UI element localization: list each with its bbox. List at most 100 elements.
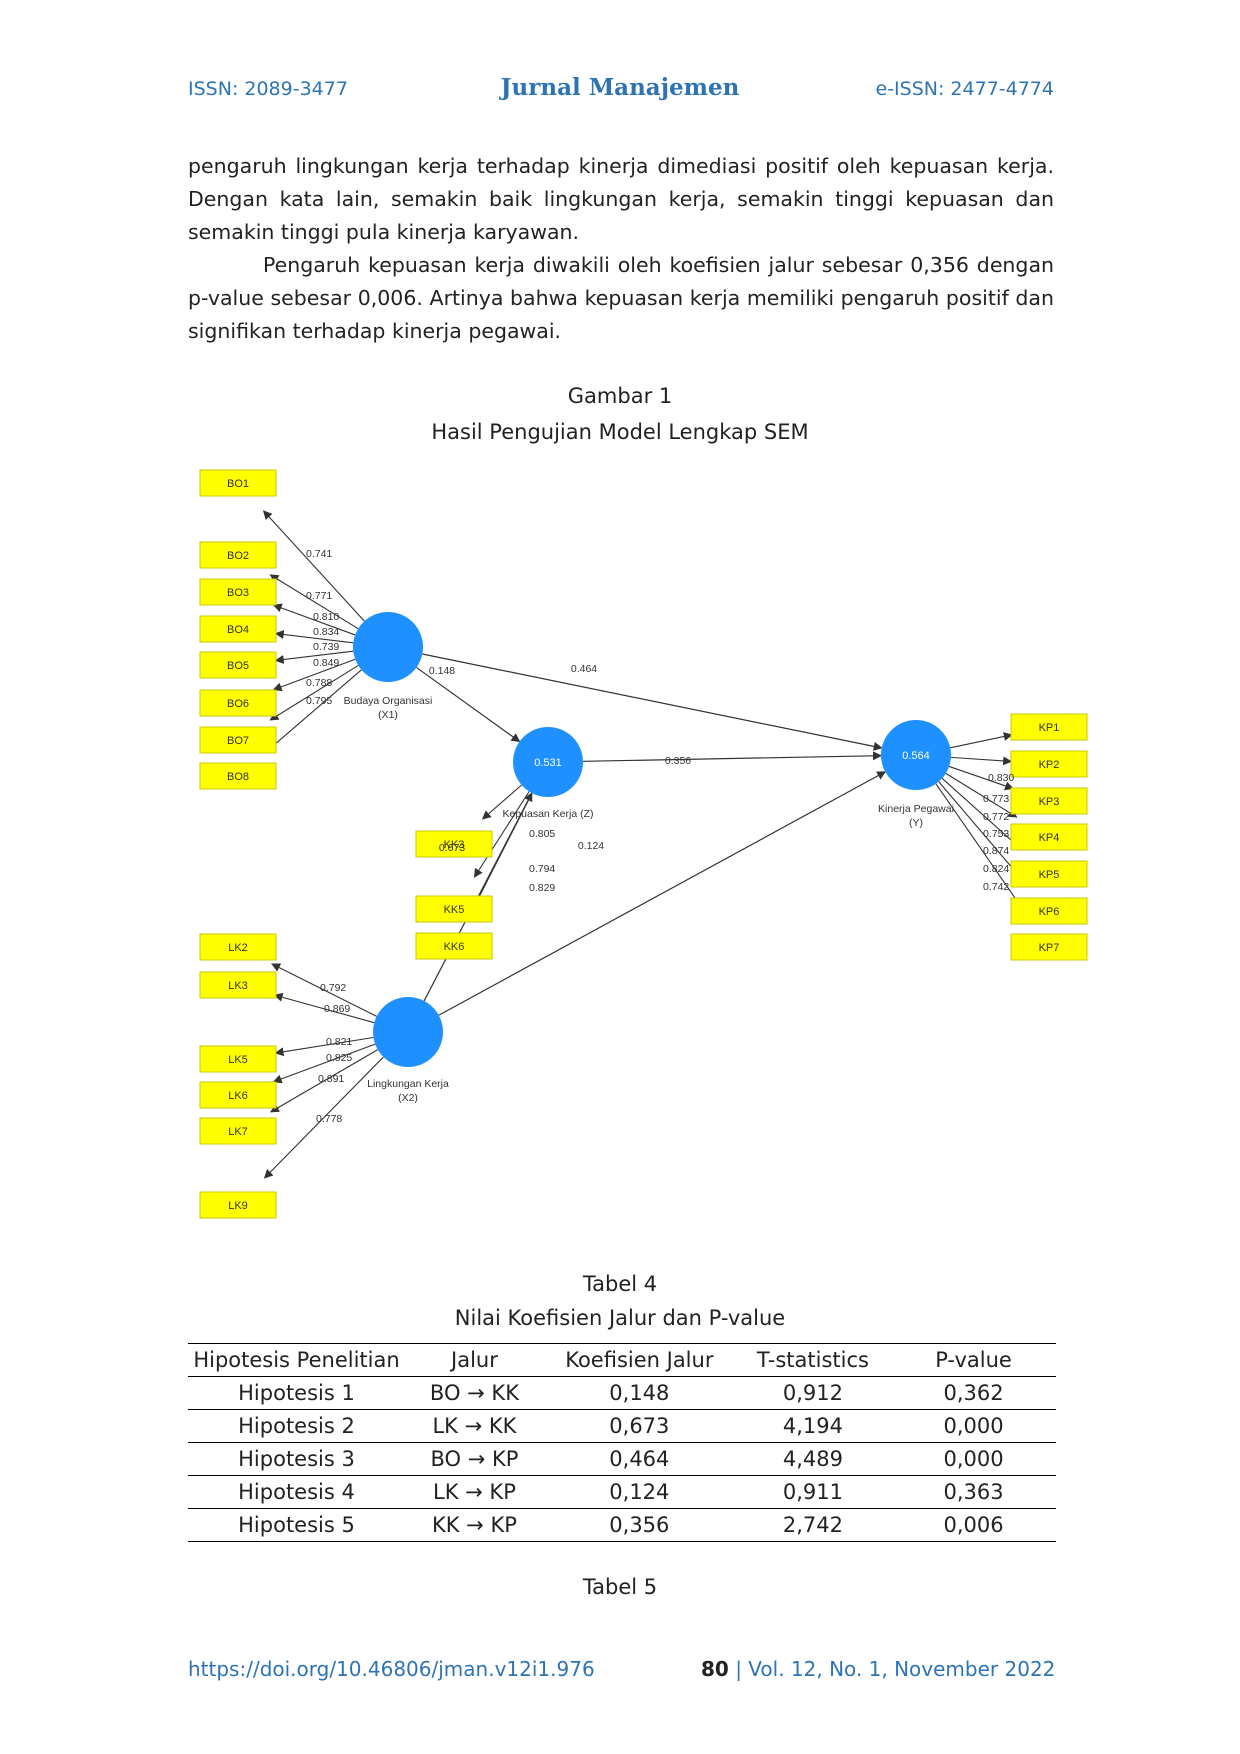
table-header-row: Hipotesis Penelitian Jalur Koefisien Jal…: [188, 1343, 1056, 1377]
loading-arrow: [269, 664, 359, 721]
figure-label: Gambar 1: [567, 384, 673, 408]
loading-arrow: [481, 784, 522, 820]
table-row: Hipotesis 3 BO → KP 0,464 4,489 0,000: [188, 1442, 1056, 1476]
table-label: Tabel 4: [582, 1272, 658, 1296]
indicator-label: BO7: [227, 735, 249, 747]
table-row: Hipotesis 5 KK → KP 0,356 2,742 0,006: [188, 1508, 1056, 1542]
loading-arrow: [272, 658, 356, 692]
page-number: 80: [701, 1657, 729, 1681]
table-cell: 0,363: [891, 1475, 1056, 1509]
indicator-label: KP7: [1039, 942, 1060, 954]
indicator-label: LK9: [228, 1200, 248, 1212]
indicator-label: LK3: [228, 980, 248, 992]
column-header: Hipotesis Penelitian: [188, 1343, 405, 1377]
loading-value: 0.773: [983, 793, 1009, 805]
path-arrow: [416, 666, 521, 743]
table-cell: BO → KP: [405, 1442, 544, 1476]
construct-node: [373, 997, 443, 1067]
loading-arrow: [273, 992, 375, 1024]
column-header: Jalur: [405, 1343, 544, 1377]
paragraph-1: pengaruh lingkungan kerja terhadap kiner…: [188, 154, 1054, 244]
loading-value: 0.741: [306, 548, 332, 560]
indicator-label: BO5: [227, 660, 249, 672]
indicator-label: LK2: [228, 942, 248, 954]
indicator-label: BO8: [227, 771, 249, 783]
loading-arrow: [274, 630, 354, 644]
volume-info: | Vol. 12, No. 1, November 2022: [728, 1657, 1056, 1681]
indicator-box: [1010, 897, 1088, 925]
loading-value: 0.830: [988, 772, 1014, 784]
indicator-box: [415, 932, 493, 960]
indicator-box: [1010, 713, 1088, 741]
indicator-label: KP4: [1039, 832, 1060, 844]
table-cell: 0,000: [891, 1442, 1056, 1476]
loading-value: 0.849: [313, 657, 339, 669]
figure-title: Hasil Pengujian Model Lengkap SEM: [431, 420, 809, 444]
r-squared-value: 0.531: [534, 757, 562, 769]
construct-node: [881, 720, 951, 790]
loading-arrow: [266, 669, 362, 752]
column-header: Koefisien Jalur: [543, 1343, 735, 1377]
indicator-box: [199, 933, 277, 961]
table-cell: Hipotesis 3: [188, 1442, 405, 1476]
indicator-box: [199, 1081, 277, 1109]
construct-name: Kepuasan Kerja (Z): [502, 808, 593, 820]
loading-value: 0.824: [983, 863, 1009, 875]
table-cell: 4,489: [734, 1442, 892, 1476]
path-coefficient: 0.356: [665, 755, 691, 767]
doi-link[interactable]: https://doi.org/10.46806/jman.v12i1.976: [188, 1657, 595, 1681]
indicator-box: [199, 469, 277, 497]
construct-code: (Y): [909, 817, 923, 829]
indicator-box: [1010, 860, 1088, 888]
column-header: P-value: [891, 1343, 1056, 1377]
indicator-box: [415, 895, 493, 923]
paragraph-2: Pengaruh kepuasan kerja diwakili oleh ko…: [188, 253, 1054, 343]
indicator-label: KK3: [444, 839, 465, 851]
loading-arrow: [271, 963, 377, 1017]
loading-arrow: [950, 756, 1013, 766]
table-row: Hipotesis 1 BO → KK 0,148 0,912 0,362: [188, 1376, 1056, 1410]
construct-name: Budaya Organisasi: [344, 695, 433, 707]
loading-value: 0.829: [529, 882, 555, 894]
indicator-label: BO3: [227, 587, 249, 599]
table-cell: 0,124: [543, 1475, 735, 1509]
indicator-box: [199, 615, 277, 643]
path-arrow: [582, 751, 883, 762]
loading-value: 0.869: [324, 1003, 350, 1015]
indicator-label: BO1: [227, 478, 249, 490]
loading-value: 0.891: [318, 1073, 344, 1085]
table-cell: Hipotesis 4: [188, 1475, 405, 1509]
loading-arrow: [263, 1056, 384, 1179]
indicator-label: KP5: [1039, 869, 1060, 881]
indicator-box: [199, 1117, 277, 1145]
loading-arrow: [272, 1043, 376, 1084]
path-coefficient: 0.673: [439, 842, 465, 854]
indicator-label: BO2: [227, 550, 249, 562]
indicator-box: [199, 651, 277, 679]
loading-value: 0.739: [313, 641, 339, 653]
construct-name: Kinerja Pegawai: [878, 803, 954, 815]
loading-value: 0.788: [306, 677, 332, 689]
table-cell: Hipotesis 1: [188, 1376, 405, 1410]
next-table-label: Tabel 5: [582, 1575, 658, 1599]
r-squared-value: 0.564: [902, 750, 930, 762]
construct-code: (X1): [378, 709, 398, 721]
table-cell: LK → KK: [405, 1409, 544, 1443]
loading-arrow: [274, 650, 354, 664]
indicator-box: [1010, 933, 1088, 961]
loading-value: 0.821: [326, 1036, 352, 1048]
indicator-label: KP2: [1039, 759, 1060, 771]
table-cell: 0,464: [543, 1442, 735, 1476]
loading-arrow: [948, 765, 1015, 791]
indicator-box: [199, 762, 277, 790]
table-cell: 0,006: [891, 1508, 1056, 1542]
indicator-label: LK6: [228, 1090, 248, 1102]
indicator-box: [199, 1191, 277, 1219]
table-title: Nilai Koefisien Jalur dan P-value: [454, 1306, 786, 1330]
issn: ISSN: 2089-3477: [188, 78, 348, 100]
loading-arrow: [945, 772, 1018, 818]
indicator-box: [415, 830, 493, 858]
loading-value: 0.810: [313, 611, 339, 623]
path-coefficient: 0.124: [578, 840, 604, 852]
journal-title: Jurnal Manajemen: [500, 74, 740, 101]
